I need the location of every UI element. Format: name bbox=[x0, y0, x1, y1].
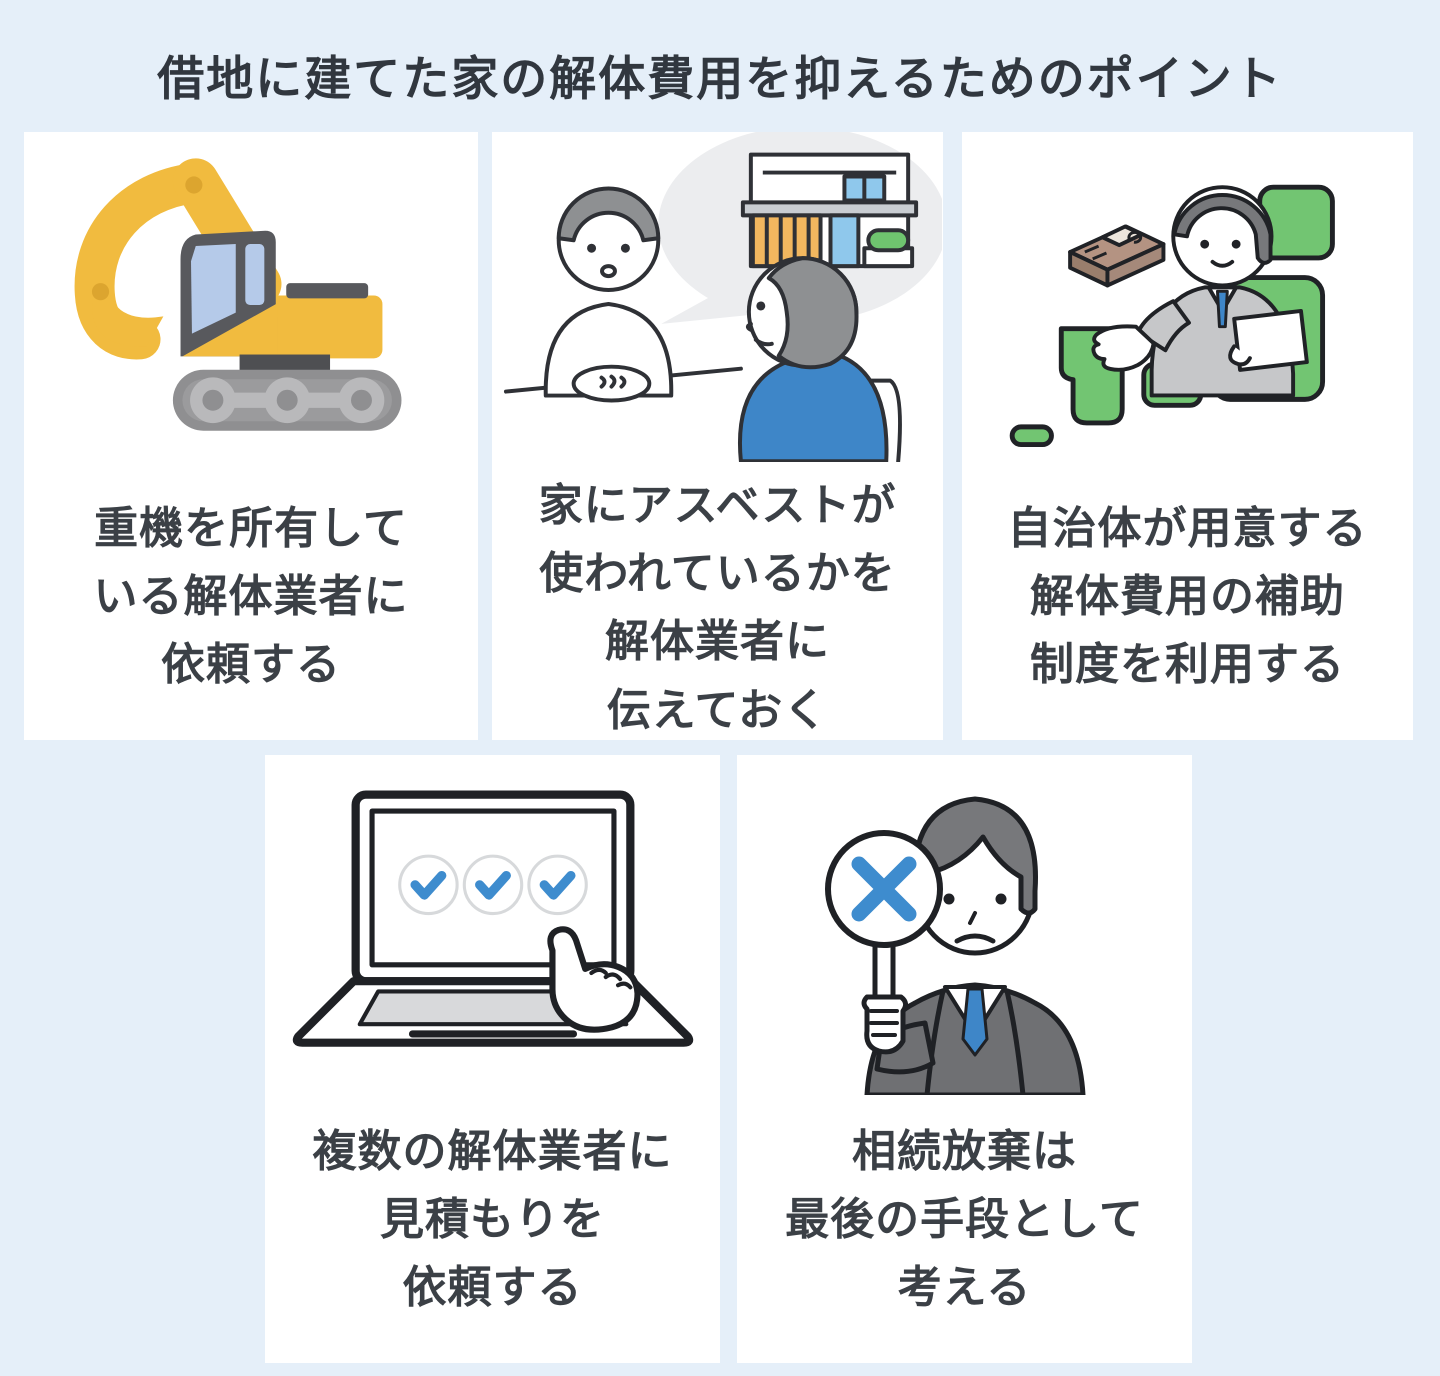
caption-line: 家にアスベストが bbox=[538, 481, 897, 530]
card-asbestos: 家にアスベストが 使われているかを 解体業者に 伝えておく bbox=[492, 132, 943, 740]
card-caption: 複数の解体業者に 見積もりを 依頼する bbox=[313, 1095, 673, 1363]
caption-line: 制度を利用する bbox=[1030, 640, 1345, 690]
excavator-illustration bbox=[74, 158, 402, 431]
laptop-checklist-icon bbox=[265, 755, 720, 1095]
caption-line: 依頼する bbox=[161, 640, 341, 690]
card-caption: 自治体が用意する 解体費用の補助 制度を利用する bbox=[1008, 472, 1368, 740]
caption-line: 依頼する bbox=[402, 1263, 583, 1313]
caption-line: 見積もりを bbox=[380, 1194, 605, 1244]
ng-sign-man-icon bbox=[737, 755, 1192, 1095]
card-caption: 重機を所有して いる解体業者に 依頼する bbox=[94, 472, 409, 740]
consultation-icon bbox=[492, 132, 943, 472]
caption-line: 相続放棄は bbox=[852, 1126, 1077, 1176]
caption-line: 解体費用の補助 bbox=[1030, 571, 1345, 621]
caption-line: 使われているかを bbox=[539, 549, 896, 599]
ng-sign-man-illustration bbox=[824, 796, 1085, 1095]
page-title: 借地に建てた家の解体費用を抑えるためのポイント bbox=[157, 52, 1283, 105]
card-heavy-machinery: 重機を所有して いる解体業者に 依頼する bbox=[24, 132, 478, 740]
subsidy-money-illustration bbox=[1009, 184, 1335, 448]
caption-line: 解体業者に bbox=[605, 617, 830, 667]
excavator-icon bbox=[24, 132, 478, 472]
card-subsidy: 自治体が用意する 解体費用の補助 制度を利用する bbox=[962, 132, 1413, 740]
caption-line: 伝えておく bbox=[606, 685, 829, 735]
card-inheritance: 相続放棄は 最後の手段として 考える bbox=[737, 755, 1192, 1363]
caption-line: 最後の手段として bbox=[785, 1194, 1144, 1244]
caption-line: 自治体が用意する bbox=[1007, 503, 1368, 553]
caption-line: 複数の解体業者に bbox=[312, 1126, 673, 1176]
caption-line: 重機を所有して bbox=[94, 503, 408, 553]
subsidy-money-icon bbox=[962, 132, 1413, 472]
card-caption: 家にアスベストが 使われているかを 解体業者に 伝えておく bbox=[539, 472, 897, 763]
card-quotes: 複数の解体業者に 見積もりを 依頼する bbox=[265, 755, 720, 1363]
card-caption: 相続放棄は 最後の手段として 考える bbox=[785, 1095, 1144, 1363]
caption-line: 考える bbox=[897, 1263, 1032, 1313]
laptop-checklist-illustration bbox=[292, 790, 693, 1047]
caption-line: いる解体業者に bbox=[93, 571, 409, 621]
consultation-illustration bbox=[503, 132, 942, 462]
